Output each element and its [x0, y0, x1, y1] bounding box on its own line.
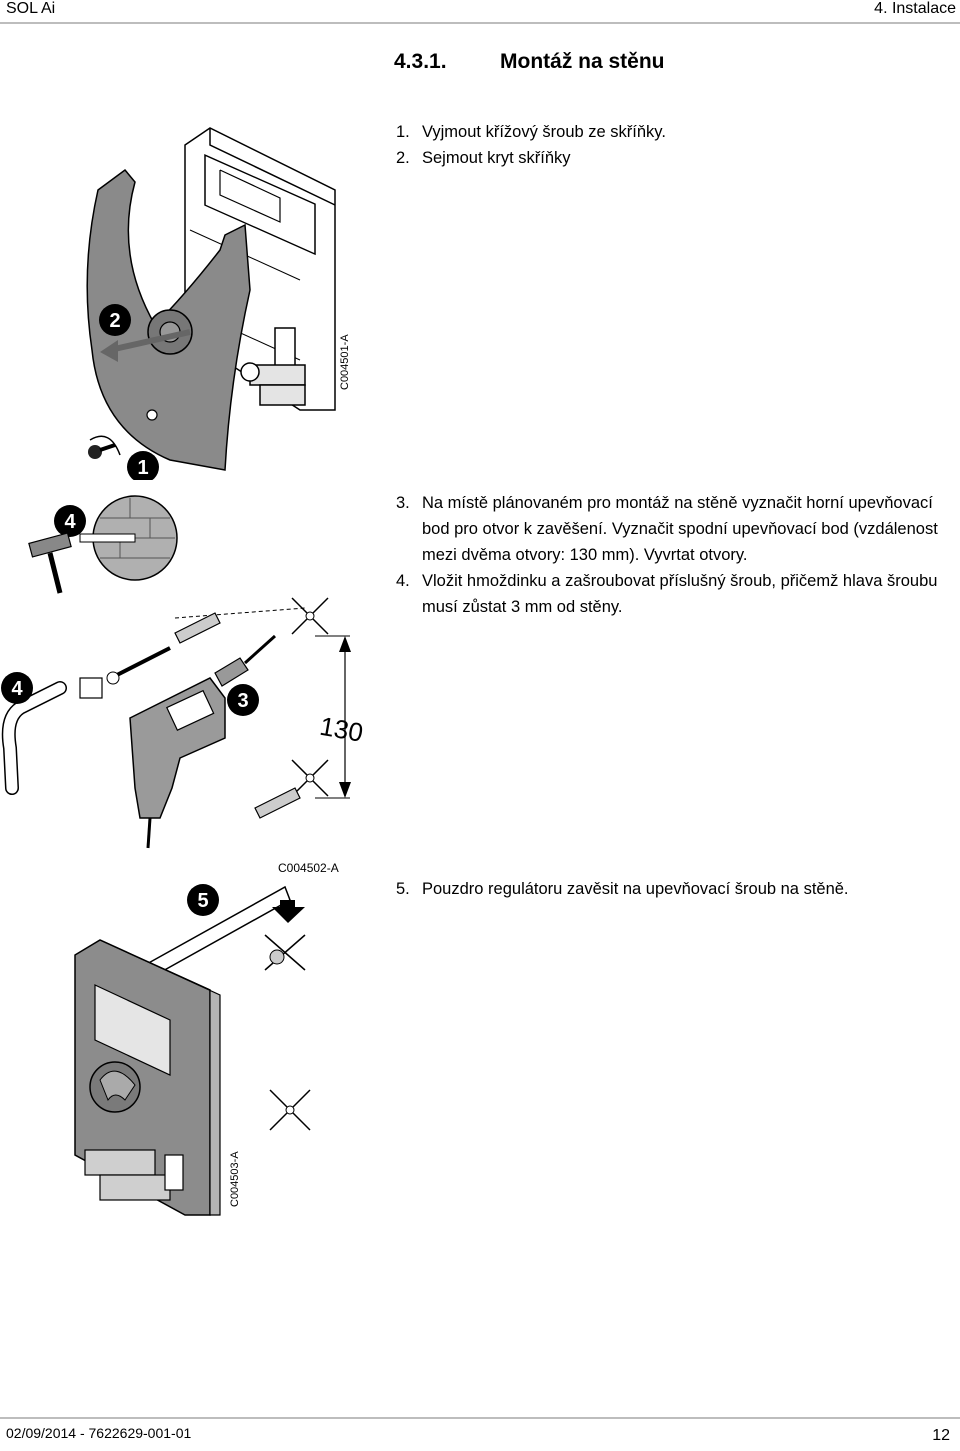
step-badge-4: 4 — [64, 511, 76, 533]
doc-product-name: SOL Ai — [6, 0, 56, 17]
step-badge-4b: 4 — [11, 678, 23, 700]
step-badge-2: 2 — [109, 310, 120, 332]
section-number: 4.3.1. — [394, 50, 447, 73]
step-item: 3.Na místě plánovaném pro montáž na stěn… — [396, 494, 938, 564]
steps-list-top: 1.Vyjmout křížový šroub ze skříňky. 2.Se… — [396, 119, 956, 171]
page-number: 12 — [932, 1427, 950, 1444]
figure-remove-cover: C004501-A 2 1 — [86, 127, 351, 480]
step-item: 1.Vyjmout křížový šroub ze skříňky. — [396, 123, 666, 141]
step-item: 2.Sejmout kryt skříňky — [396, 149, 571, 167]
figure-code-rotated: C004503-A — [229, 1151, 241, 1207]
step-badge-3: 3 — [237, 690, 248, 712]
chapter-title: 4. Instalace — [874, 0, 956, 17]
step-badge-1: 1 — [137, 457, 148, 479]
header-divider — [0, 22, 960, 24]
steps-list-middle: 3.Na místě plánovaném pro montáž na stěn… — [396, 490, 960, 620]
figure-code: C004502-A — [278, 861, 339, 875]
steps-list-bottom: 5.Pouzdro regulátoru zavěsit na upevňova… — [396, 876, 956, 902]
step-badge-5: 5 — [197, 890, 208, 912]
step-item: 4.Vložit hmoždinku a zašroubovat přísluš… — [396, 572, 938, 616]
figure-drill-holes: 4 130 4 3 — [1, 495, 366, 849]
figure-code: C004501-A — [339, 334, 351, 390]
section-title: Montáž na stěnu — [500, 50, 665, 73]
section-heading: 4.3.1. Montáž na stěnu — [394, 50, 665, 74]
step-item: 5.Pouzdro regulátoru zavěsit na upevňova… — [396, 880, 849, 898]
footer-divider — [0, 1417, 960, 1419]
figure-hang-housing: C004502-A 5 C004503-A — [74, 861, 339, 1216]
document-date-id: 02/09/2014 - 7622629-001-01 — [6, 1425, 192, 1441]
dimension-label: 130 — [318, 711, 366, 748]
